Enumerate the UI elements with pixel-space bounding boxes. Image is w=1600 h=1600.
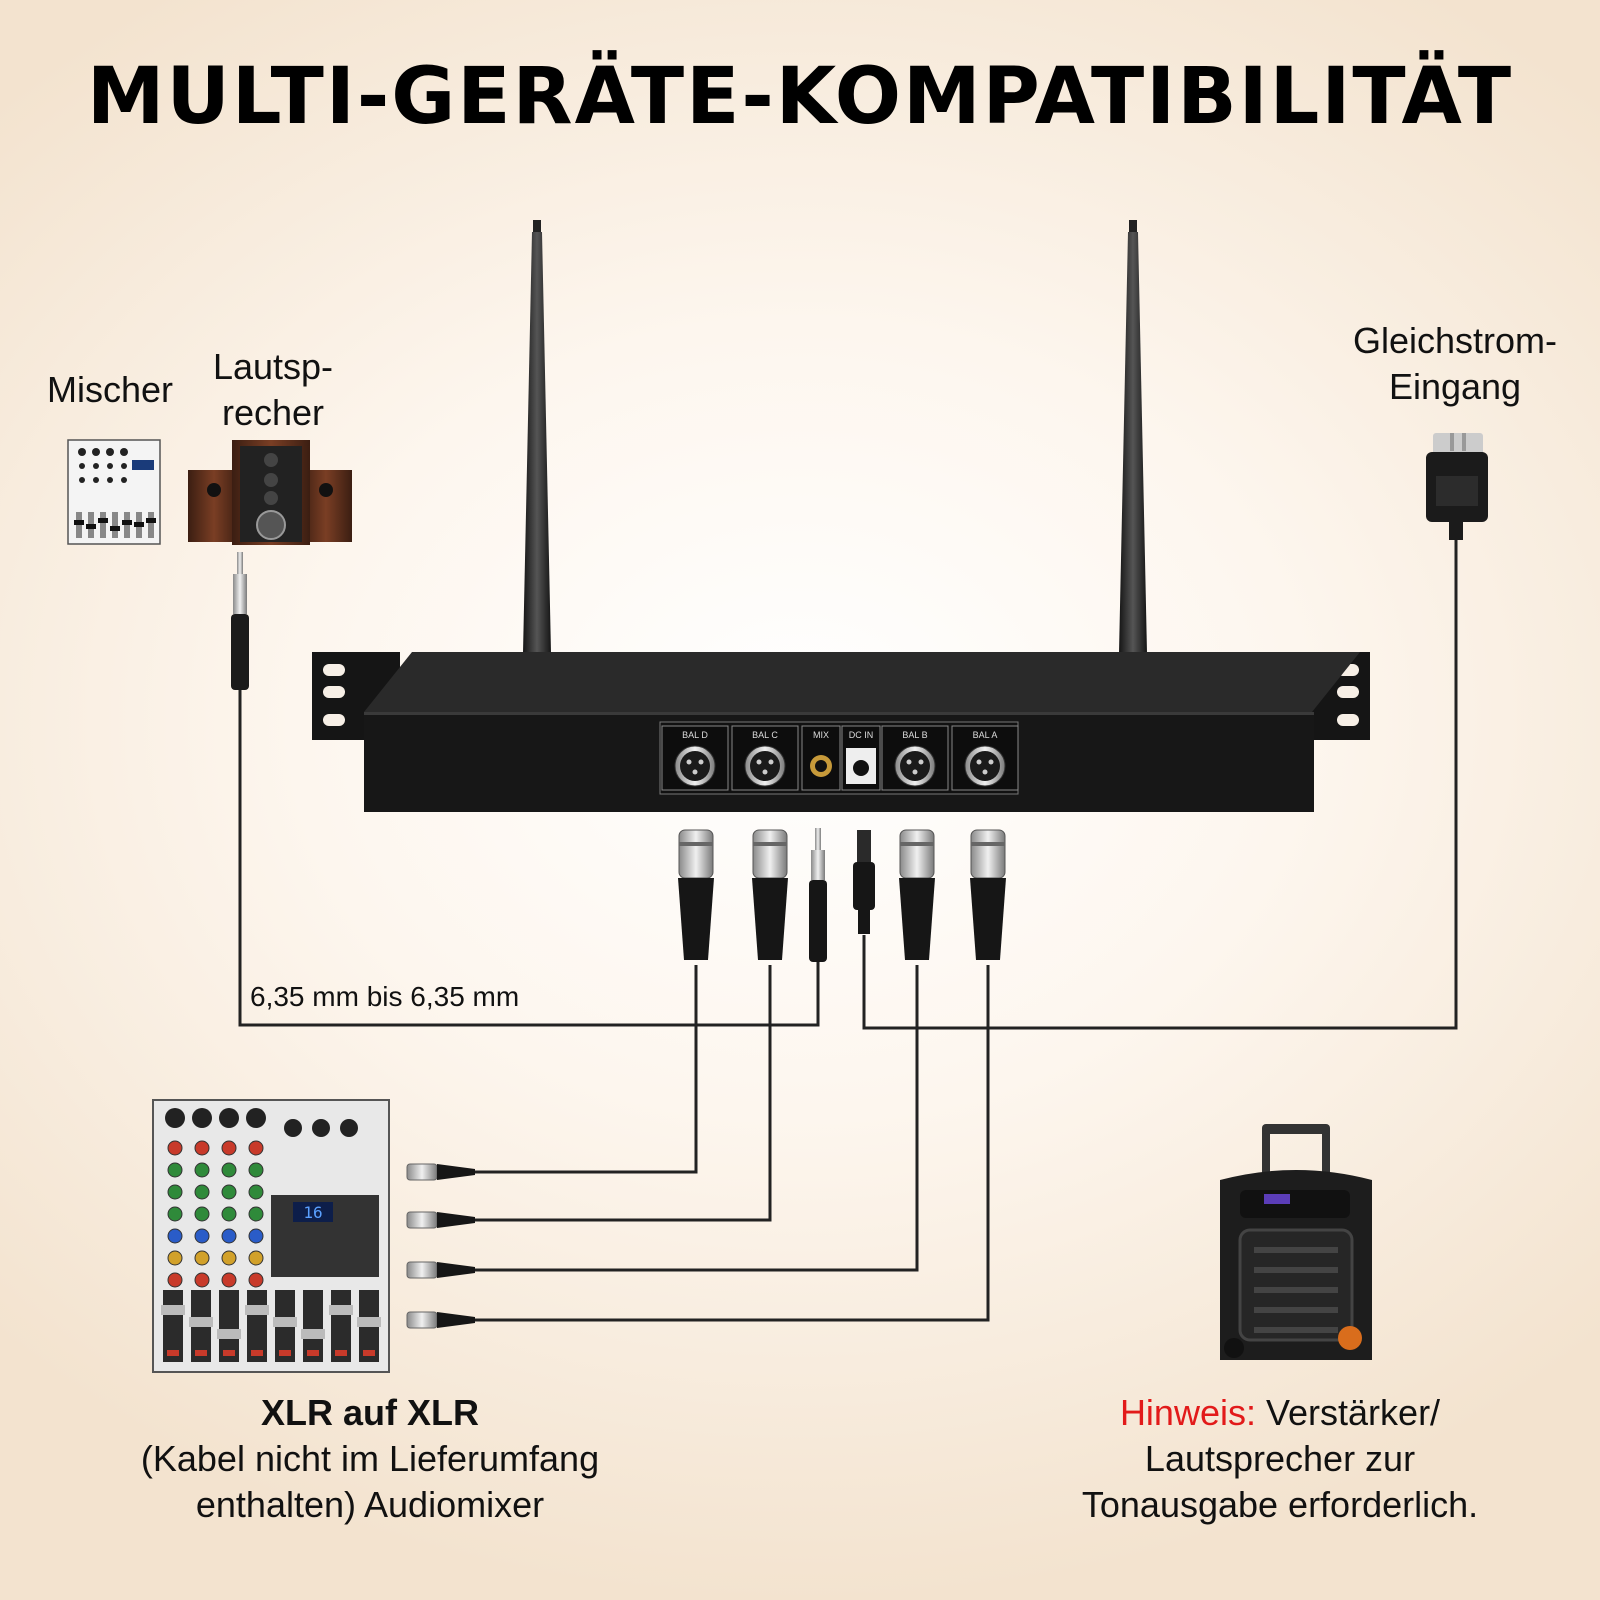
port-label-bal-a: BAL A bbox=[973, 730, 998, 740]
jack-plug-mix bbox=[809, 828, 827, 962]
port-label-bal-d: BAL D bbox=[682, 730, 708, 740]
port-bal-d: BAL D bbox=[661, 725, 729, 791]
mixer-xlr-plugs bbox=[406, 1163, 475, 1329]
hint-caption: Hinweis: Verstärker/ Lautsprecher zur To… bbox=[1020, 1390, 1540, 1528]
xlr-plug-bal-a bbox=[970, 829, 1006, 960]
lautsprecher-label-line2: recher bbox=[221, 392, 325, 433]
xlr-caption: XLR auf XLR (Kabel nicht im Lieferumfang… bbox=[90, 1390, 650, 1528]
page-title: MULTI-GERÄTE-KOMPATIBILITÄT bbox=[86, 52, 1514, 142]
cable-bal-d bbox=[475, 965, 698, 1174]
port-dc-in: DC IN bbox=[841, 725, 881, 791]
dc-input-label: Gleichstrom- Eingang bbox=[1320, 318, 1590, 410]
mischer-label: Mischer bbox=[30, 367, 190, 413]
port-label-bal-b: BAL B bbox=[902, 730, 927, 740]
jack-plug-left bbox=[231, 552, 249, 690]
receiver-unit bbox=[312, 652, 1370, 812]
dc-input-label-line1: Gleichstrom- bbox=[1352, 320, 1558, 361]
port-label-mix: MIX bbox=[813, 730, 829, 740]
xlr-caption-line2: enthalten) Audiomixer bbox=[195, 1484, 545, 1525]
dc-input-label-line2: Eingang bbox=[1388, 366, 1522, 407]
port-mix: MIX bbox=[801, 725, 841, 791]
speakers-image bbox=[188, 440, 352, 545]
mixer-xlr-plug-2 bbox=[406, 1211, 475, 1229]
output-connectors bbox=[678, 828, 1006, 962]
xlr-caption-title: XLR auf XLR bbox=[260, 1392, 479, 1433]
mixer-faders bbox=[161, 1290, 381, 1362]
xlr-caption-line1: (Kabel nicht im Lieferumfang bbox=[140, 1438, 600, 1479]
cables bbox=[238, 540, 1458, 1322]
port-bal-a: BAL A bbox=[951, 725, 1019, 791]
cable-bal-a bbox=[475, 965, 990, 1322]
mischer-label-text: Mischer bbox=[46, 369, 174, 410]
port-bal-c: BAL C bbox=[731, 725, 799, 791]
port-label-dc-in: DC IN bbox=[849, 730, 874, 740]
cable-635-label: 6,35 mm bis 6,35 mm bbox=[250, 980, 550, 1014]
xlr-plug-bal-b bbox=[899, 829, 935, 960]
dc-plug bbox=[853, 830, 875, 934]
cable-635 bbox=[238, 690, 820, 1027]
hint-line2: Lautsprecher zur bbox=[1144, 1438, 1416, 1479]
cable-bal-b bbox=[475, 965, 919, 1272]
cable-bal-c bbox=[475, 965, 772, 1222]
mixer-knobs bbox=[165, 1108, 358, 1288]
small-mixer-image bbox=[67, 439, 161, 545]
cable-dc bbox=[862, 540, 1458, 1030]
audio-mixer-image: 16 bbox=[152, 1099, 390, 1373]
hint-line1: Hinweis: Verstärker/ bbox=[1020, 1390, 1540, 1436]
port-bal-b: BAL B bbox=[881, 725, 949, 791]
xlr-plug-bal-d bbox=[678, 829, 714, 960]
hint-line3: Tonausgabe erforderlich. bbox=[1081, 1484, 1479, 1525]
lautsprecher-label: Lautsp- recher bbox=[188, 344, 358, 436]
hint-line1-text: Verstärker/ bbox=[1266, 1392, 1441, 1433]
xlr-plug-bal-c bbox=[752, 829, 788, 960]
mixer-xlr-plug-3 bbox=[406, 1261, 475, 1279]
lautsprecher-label-line1: Lautsp- bbox=[212, 346, 334, 387]
cable-635-label-text: 6,35 mm bis 6,35 mm bbox=[250, 981, 520, 1012]
mixer-xlr-plug-4 bbox=[406, 1311, 475, 1329]
receiver-ports: BAL D BAL C MIX DC IN BAL B BAL A bbox=[661, 725, 1019, 791]
port-label-bal-c: BAL C bbox=[752, 730, 778, 740]
mixer-display-text: 16 bbox=[303, 1203, 322, 1222]
mixer-xlr-plug-1 bbox=[406, 1163, 475, 1181]
dc-adapter-image bbox=[1426, 433, 1488, 540]
hint-prefix: Hinweis: bbox=[1119, 1392, 1256, 1433]
portable-speaker-image bbox=[1220, 1124, 1372, 1360]
